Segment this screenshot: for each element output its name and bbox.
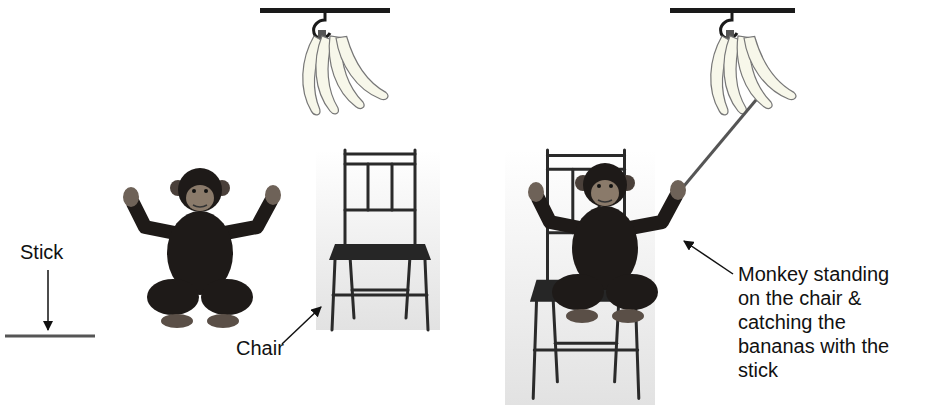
monkey: [123, 168, 281, 328]
bananas: [297, 30, 389, 116]
leader-line: [282, 307, 321, 344]
chair-photo-ground: [316, 150, 440, 330]
stick: [5, 335, 95, 338]
bananas: [705, 30, 797, 116]
stick: [684, 100, 756, 186]
leader-line: [47, 270, 49, 330]
monkey: [528, 163, 686, 323]
chair: [329, 150, 431, 330]
ceiling-bar: [670, 8, 795, 13]
text-label: Monkey standing on the chair & catching …: [738, 262, 916, 382]
ceiling-bar: [260, 8, 390, 13]
leader-line: [684, 241, 733, 274]
text-label: Chair: [236, 336, 284, 360]
text-label: Stick: [20, 240, 63, 264]
